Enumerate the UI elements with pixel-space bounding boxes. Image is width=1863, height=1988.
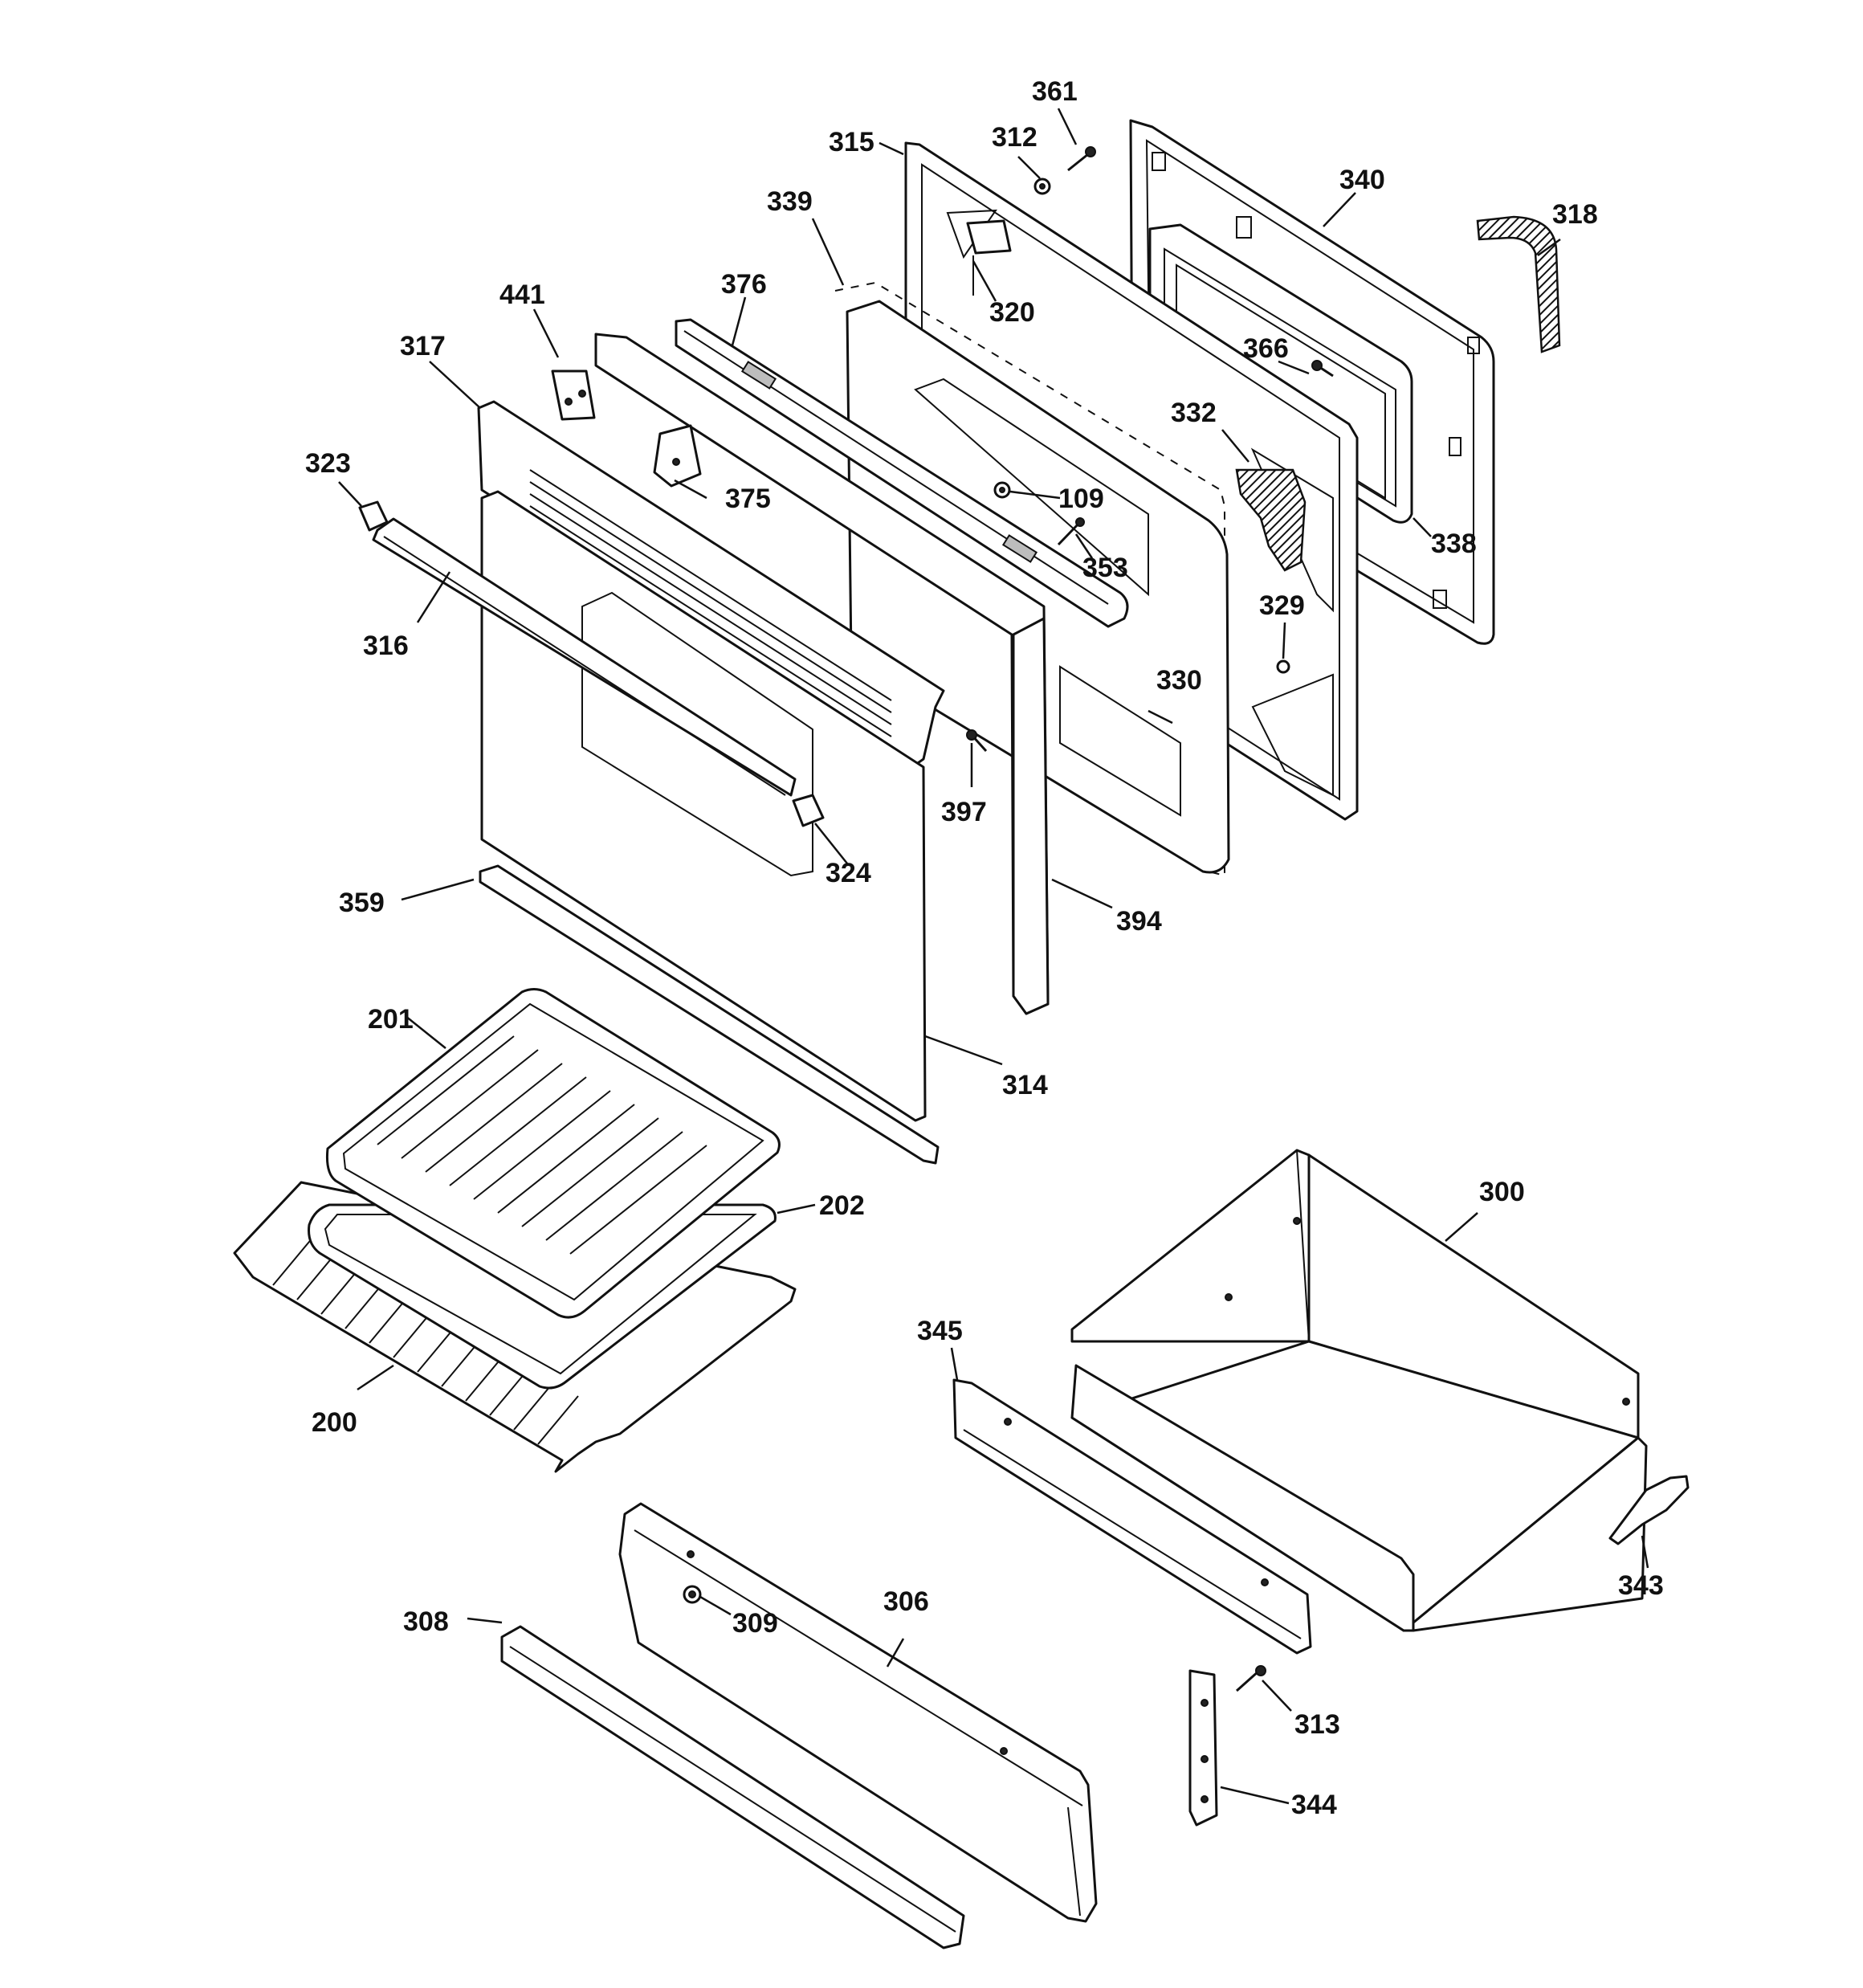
handle-end-cap-left	[358, 500, 389, 532]
callout-394: 394	[1116, 906, 1162, 937]
callout-323: 323	[305, 448, 351, 479]
callout-366: 366	[1243, 333, 1289, 364]
door-gasket	[1476, 215, 1561, 353]
callout-309: 309	[732, 1608, 778, 1639]
callout-202: 202	[819, 1190, 865, 1221]
nut-329	[1276, 659, 1290, 674]
callout-316: 316	[363, 631, 409, 661]
callout-361: 361	[1032, 76, 1078, 107]
drawer-side-bracket	[1188, 1669, 1218, 1827]
callout-labels: 361 312 315 340 339 318 376 320 441 366 …	[305, 76, 1664, 1820]
callout-345: 345	[917, 1316, 963, 1346]
screw-309	[683, 1585, 702, 1604]
callout-320: 320	[989, 297, 1035, 328]
callout-109: 109	[1058, 484, 1104, 514]
callout-300: 300	[1479, 1177, 1525, 1207]
callout-330: 330	[1156, 665, 1202, 696]
callout-200: 200	[312, 1407, 357, 1438]
washer-312	[1033, 178, 1051, 195]
drawer-slide-rail	[952, 1378, 1312, 1655]
door-liner-panel	[846, 300, 1230, 874]
storage-drawer	[1070, 1149, 1648, 1632]
callout-339: 339	[767, 186, 813, 217]
callout-308: 308	[403, 1606, 449, 1637]
screw-397	[966, 729, 988, 753]
callout-344: 344	[1291, 1790, 1337, 1820]
drawer-stop-343	[1608, 1475, 1690, 1545]
leader-lines	[338, 108, 1649, 1805]
callout-318: 318	[1552, 199, 1598, 230]
door-bottom-trim	[479, 864, 940, 1165]
callout-343: 343	[1618, 1570, 1664, 1601]
callout-324: 324	[826, 858, 871, 888]
callout-315: 315	[829, 127, 874, 157]
screw-366	[1311, 360, 1334, 378]
drawer-front-panel	[618, 1502, 1098, 1923]
callout-306: 306	[883, 1586, 929, 1617]
callout-329: 329	[1259, 590, 1305, 621]
callout-375: 375	[725, 484, 771, 514]
callout-441: 441	[499, 280, 545, 310]
hinge-bracket-320	[966, 219, 1012, 296]
door-vent-trim	[477, 400, 945, 766]
callout-314: 314	[1002, 1070, 1048, 1100]
callout-338: 338	[1431, 529, 1477, 559]
callout-332: 332	[1171, 398, 1217, 428]
nut-109	[993, 481, 1011, 499]
door-side-trim-post	[594, 333, 1050, 1015]
door-top-trim-channel	[675, 318, 1129, 628]
callout-340: 340	[1339, 165, 1385, 195]
handle-end-cap-right	[792, 794, 825, 827]
door-handle	[372, 517, 797, 797]
callout-313: 313	[1294, 1709, 1340, 1740]
screw-313	[1236, 1665, 1266, 1692]
door-insulation-block	[1235, 468, 1307, 572]
callout-317: 317	[400, 331, 446, 361]
broiler-grid	[326, 988, 781, 1319]
callout-376: 376	[721, 269, 767, 300]
callout-359: 359	[339, 888, 385, 918]
screw-353	[1057, 517, 1085, 546]
screw-361	[1067, 146, 1096, 172]
bracket-375	[653, 424, 702, 488]
hinge-plate-441	[551, 369, 596, 421]
drawer-trim-strip	[500, 1625, 965, 1949]
callout-201: 201	[368, 1004, 414, 1035]
callout-397: 397	[941, 797, 987, 827]
callout-312: 312	[992, 122, 1037, 153]
callout-353: 353	[1082, 553, 1128, 583]
